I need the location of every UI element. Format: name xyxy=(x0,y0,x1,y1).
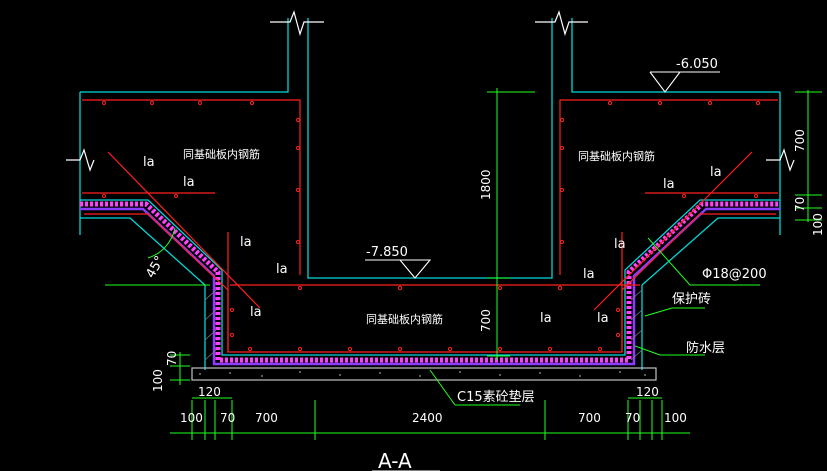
angle-label: 45° xyxy=(143,253,168,280)
rebar-spec-label: Φ18@200 xyxy=(702,267,767,282)
rebar-lines xyxy=(82,99,778,353)
section-title: A-A xyxy=(378,449,412,471)
elevation-pit-label: -7.850 xyxy=(366,245,408,260)
anchorage-label: la xyxy=(540,311,552,326)
rebar-note-left: 同基础板内钢筋 xyxy=(183,147,260,161)
waterproof-layer-label: 防水层 xyxy=(686,340,725,356)
dim-bottom-120-right: 120 xyxy=(636,385,659,399)
dim-right-70: 70 xyxy=(793,197,807,212)
cushion-layer xyxy=(191,367,657,381)
dim-bottom-2400: 2400 xyxy=(412,411,443,425)
anchorage-label: la xyxy=(614,237,626,252)
rebar-note-bottom: 同基础板内钢筋 xyxy=(366,312,443,326)
cushion-hatch xyxy=(199,371,646,377)
protective-layer-label: 保护砖 xyxy=(672,292,711,307)
elevation-markers xyxy=(365,71,720,279)
concrete-outline xyxy=(79,18,781,370)
dim-pit-depth: 1800 xyxy=(479,169,493,200)
dim-bottom-700-left: 700 xyxy=(255,411,278,425)
dim-left-100: 100 xyxy=(151,369,165,392)
anchorage-label: la xyxy=(143,155,155,170)
anchorage-label: la xyxy=(183,175,195,190)
anchorage-label: la xyxy=(597,311,609,326)
dim-pit-slab: 700 xyxy=(479,309,493,332)
anchorage-label: la xyxy=(663,177,675,192)
dim-bottom-100-right: 100 xyxy=(664,411,687,425)
anchorage-label: la xyxy=(240,235,252,250)
dim-right-700: 700 xyxy=(793,129,807,152)
dim-bottom-70-left: 70 xyxy=(220,411,235,425)
anchorage-label: la xyxy=(250,305,262,320)
cushion-layer-label: C15素砼垫层 xyxy=(457,389,535,405)
anchorage-label: la xyxy=(710,165,722,180)
break-lines xyxy=(66,10,795,172)
anchorage-label: la xyxy=(583,267,595,282)
dim-bottom-700-right: 700 xyxy=(578,411,601,425)
dim-bottom-100-left: 100 xyxy=(180,411,203,425)
waterproof-layer xyxy=(80,201,780,366)
dim-bottom-120-left: 120 xyxy=(198,385,221,399)
rebar-dots xyxy=(101,100,761,352)
elevation-top-label: -6.050 xyxy=(676,57,718,72)
dimension-lines xyxy=(105,88,822,440)
dim-bottom-70-right: 70 xyxy=(625,411,640,425)
dim-left-70: 70 xyxy=(165,351,179,366)
protective-brick xyxy=(204,289,643,361)
anchorage-label: la xyxy=(276,262,288,277)
dim-right-100: 100 xyxy=(811,213,825,236)
rebar-note-right: 同基础板内钢筋 xyxy=(578,149,655,163)
